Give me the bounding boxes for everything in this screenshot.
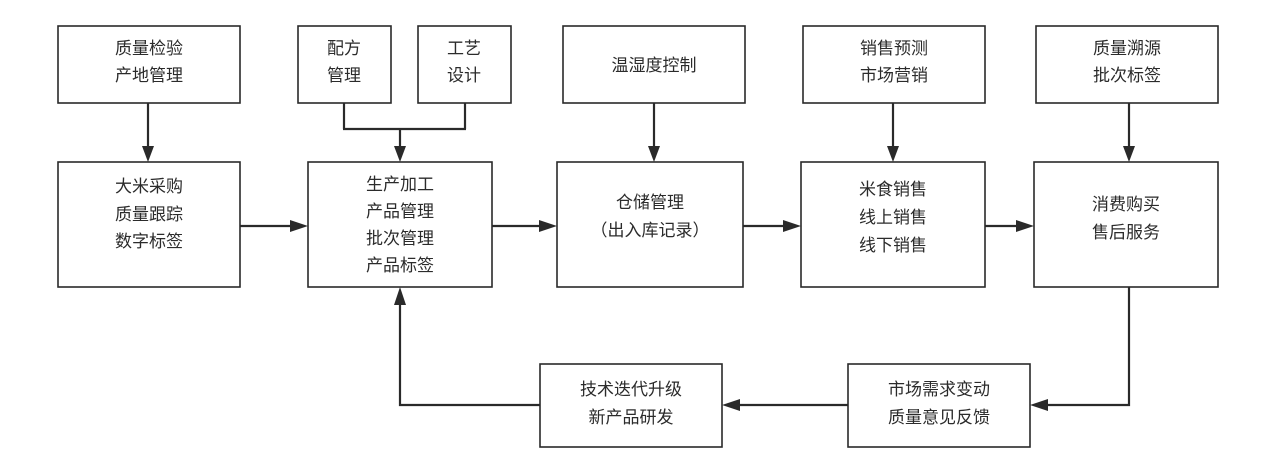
box-consumption: 消费购买 售后服务 xyxy=(1033,161,1219,288)
box-craft-line-2: 设计 xyxy=(447,66,481,86)
box-tech-upgrade-line-1: 技术迭代升级 xyxy=(580,380,682,400)
box-trace-label-line-1: 质量溯源 xyxy=(1093,39,1161,59)
box-temp-humidity: 温湿度控制 xyxy=(562,25,746,104)
box-warehouse-line-1: 仓储管理 xyxy=(616,193,684,213)
box-consumption-line-2: 售后服务 xyxy=(1092,223,1160,243)
box-production-line-3: 批次管理 xyxy=(366,229,434,249)
arrow-production-to-warehouse xyxy=(492,220,557,232)
box-sales-forecast-line-2: 市场营销 xyxy=(860,66,928,86)
box-trace-label: 质量溯源 批次标签 xyxy=(1035,25,1219,104)
box-production-line-4: 产品标签 xyxy=(366,256,434,276)
box-trace-label-line-2: 批次标签 xyxy=(1093,66,1161,86)
box-quality-origin: 质量检验 产地管理 xyxy=(57,25,241,104)
box-sales-forecast: 销售预测 市场营销 xyxy=(802,25,986,104)
box-tech-upgrade: 技术迭代升级 新产品研发 xyxy=(539,363,723,448)
box-quality-origin-line-1: 质量检验 xyxy=(115,39,183,59)
box-rice-sales-line-3: 线下销售 xyxy=(859,236,927,256)
box-rice-sales-line-2: 线上销售 xyxy=(859,208,927,228)
box-purchase-line-1: 大米采购 xyxy=(115,177,183,197)
box-market-feedback: 市场需求变动 质量意见反馈 xyxy=(847,363,1031,448)
box-warehouse-line-2: （出入库记录） xyxy=(591,221,710,241)
box-production: 生产加工 产品管理 批次管理 产品标签 xyxy=(307,161,493,288)
box-warehouse: 仓储管理 （出入库记录） xyxy=(556,161,744,288)
arrow-purchase-to-production xyxy=(240,220,308,232)
box-purchase-line-3: 数字标签 xyxy=(115,232,183,252)
box-production-line-2: 产品管理 xyxy=(366,202,434,222)
arrow-tech-upgrade-to-production xyxy=(394,287,540,407)
box-quality-origin-line-2: 产地管理 xyxy=(115,66,183,86)
arrow-temp-humidity-to-warehouse xyxy=(648,103,660,162)
box-market-feedback-line-1: 市场需求变动 xyxy=(888,380,990,400)
box-rice-sales: 米食销售 线上销售 线下销售 xyxy=(800,161,986,288)
box-formula-line-1: 配方 xyxy=(327,39,361,59)
box-formula-line-2: 管理 xyxy=(327,66,361,86)
box-craft-line-1: 工艺 xyxy=(447,39,481,59)
box-purchase: 大米采购 质量跟踪 数字标签 xyxy=(57,161,241,288)
box-consumption-line-1: 消费购买 xyxy=(1092,195,1160,215)
arrow-market-feedback-to-tech-upgrade xyxy=(722,399,848,411)
box-tech-upgrade-line-2: 新产品研发 xyxy=(589,408,674,428)
arrow-sales-forecast-to-rice-sales xyxy=(887,103,899,162)
box-sales-forecast-line-1: 销售预测 xyxy=(860,39,928,59)
box-production-line-1: 生产加工 xyxy=(366,175,434,195)
box-craft: 工艺 设计 xyxy=(417,25,512,104)
arrow-warehouse-to-rice-sales xyxy=(743,220,801,232)
box-formula: 配方 管理 xyxy=(297,25,392,104)
box-rice-sales-line-1: 米食销售 xyxy=(859,180,927,200)
box-temp-humidity-line-1: 温湿度控制 xyxy=(612,56,697,76)
arrow-trace-label-to-consumption xyxy=(1123,103,1135,162)
box-purchase-line-2: 质量跟踪 xyxy=(115,205,183,225)
connector-formula-craft-to-production xyxy=(342,103,467,162)
box-market-feedback-line-2: 质量意见反馈 xyxy=(888,408,990,428)
arrow-quality-origin-to-purchase xyxy=(142,103,154,162)
arrow-rice-sales-to-consumption xyxy=(985,220,1034,232)
arrow-consumption-to-market-feedback xyxy=(1030,287,1131,411)
